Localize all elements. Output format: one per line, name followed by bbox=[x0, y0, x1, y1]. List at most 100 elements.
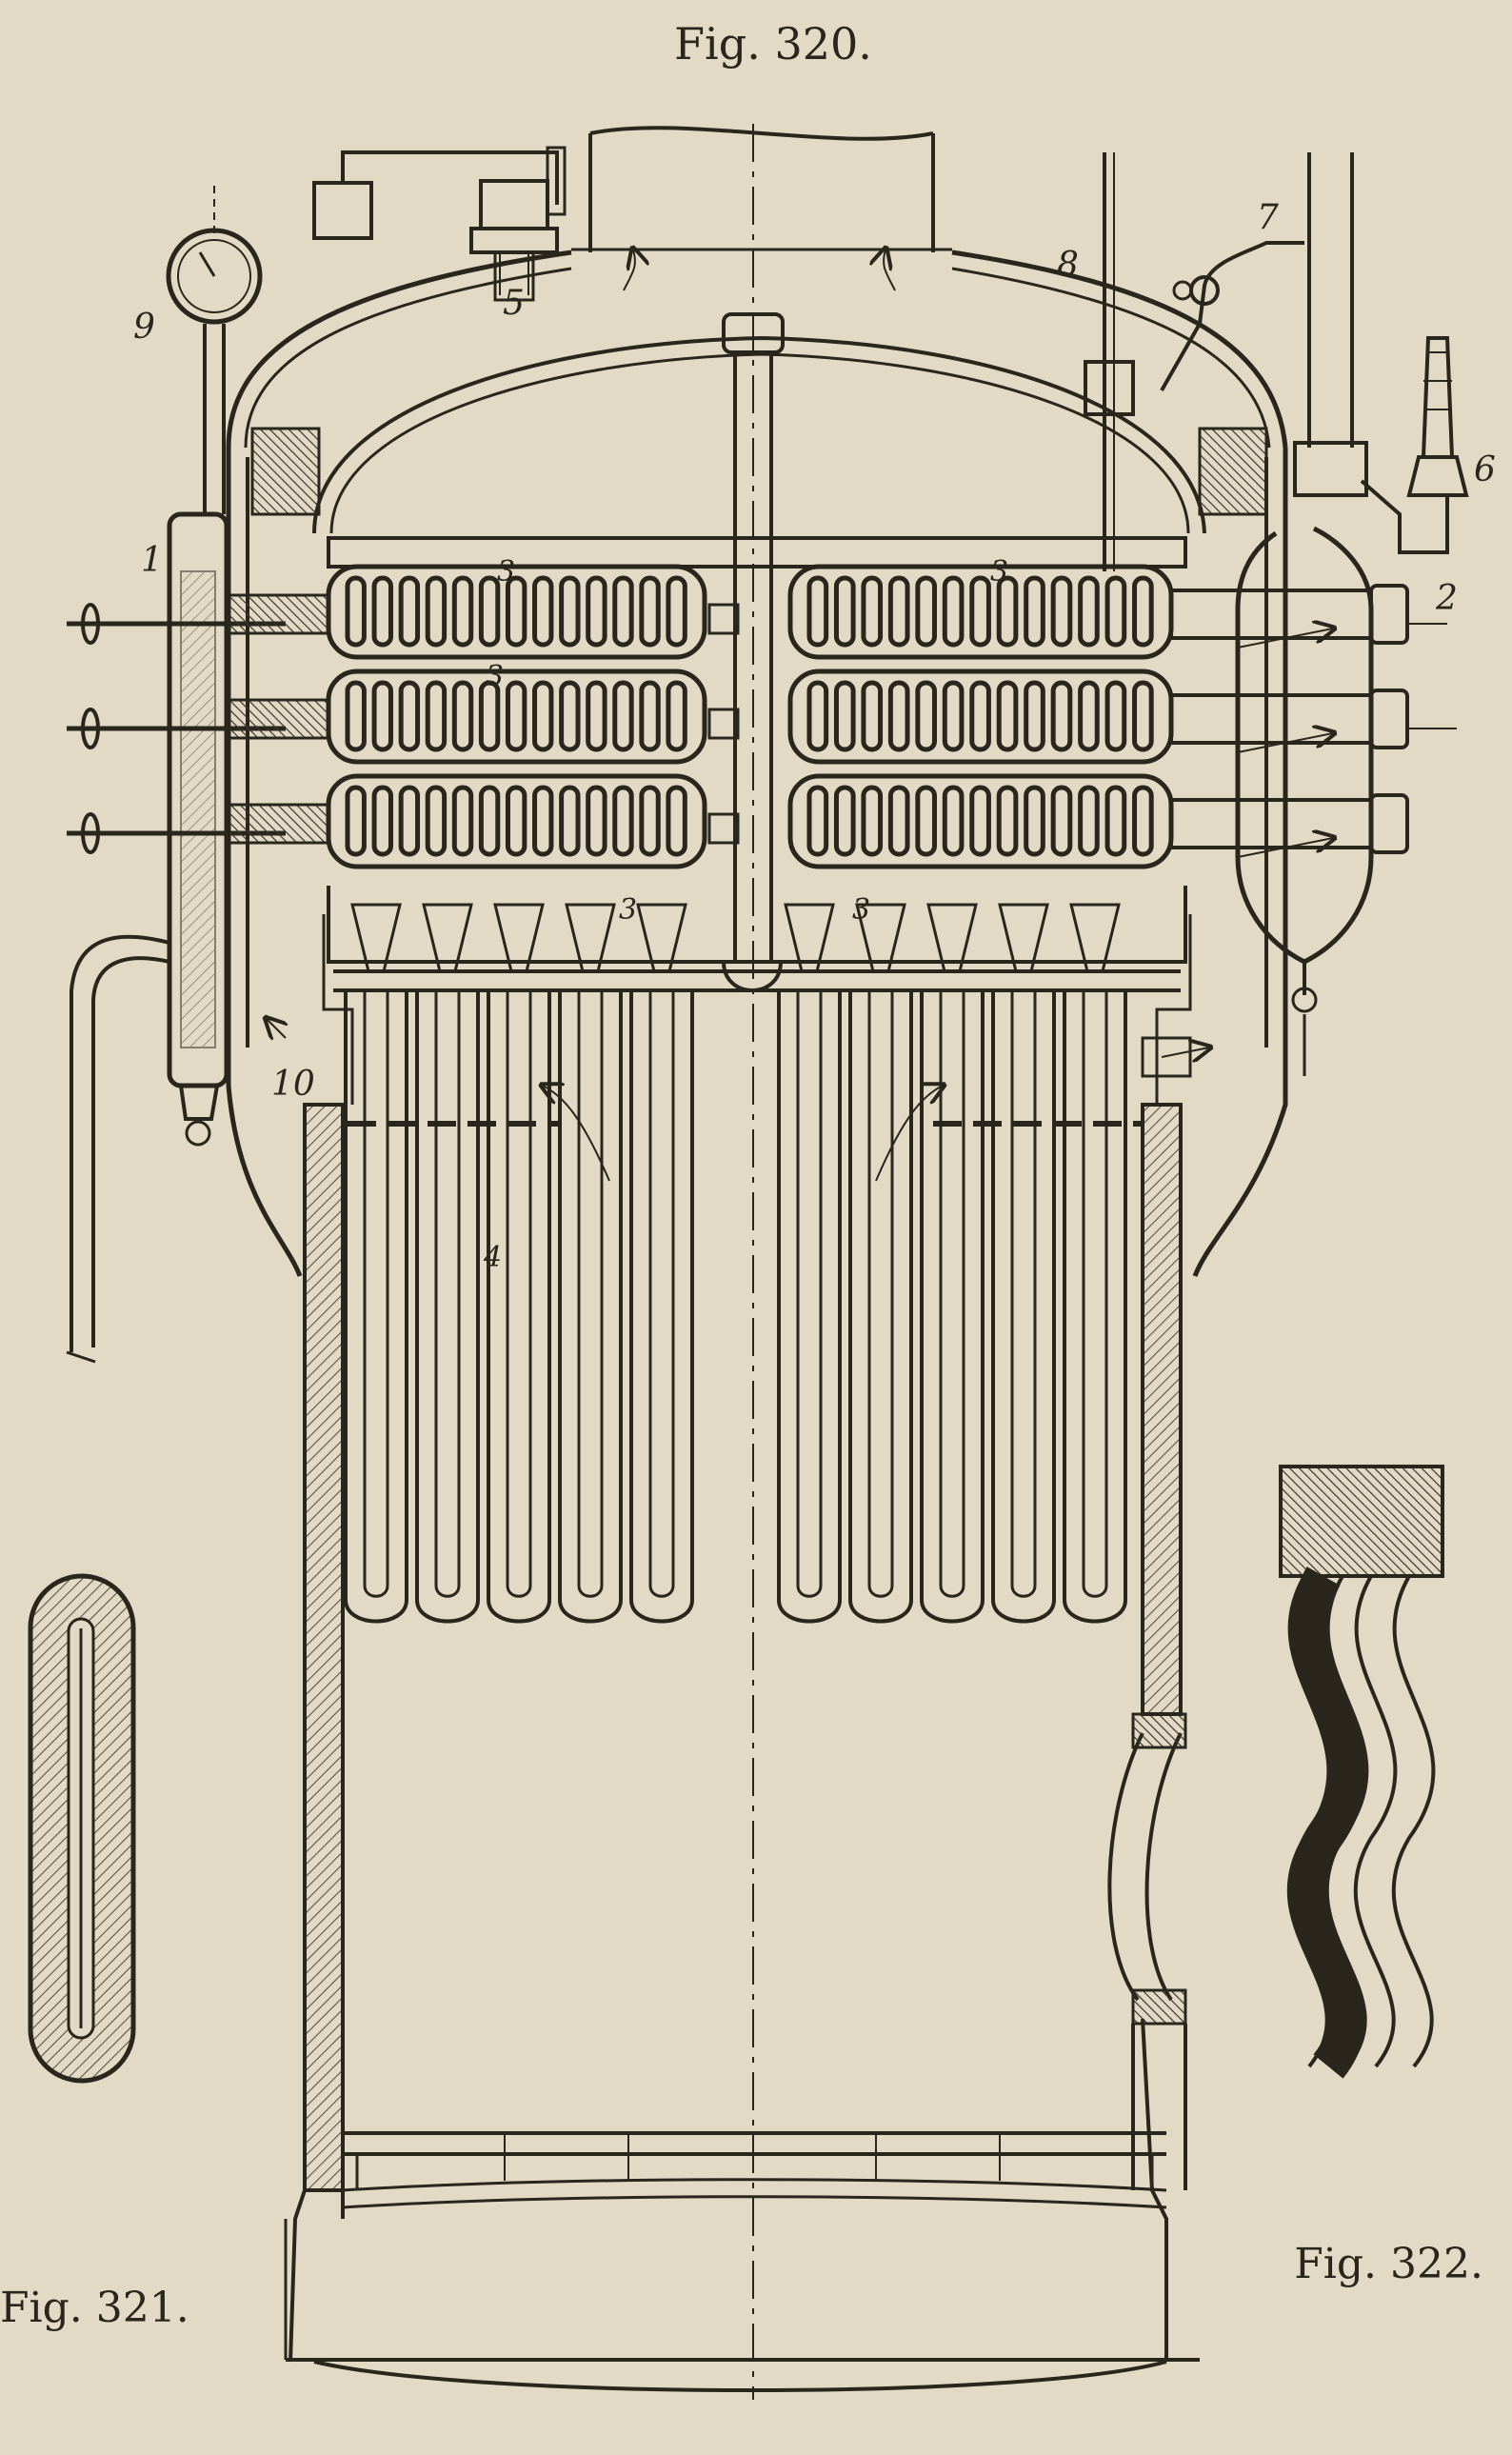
right-stub bbox=[1169, 589, 1373, 640]
left-stub bbox=[227, 593, 330, 635]
tube-loop bbox=[969, 785, 991, 857]
part-labels: 1 2 3 3 3 3 3 4 5 6 7 8 9 10 bbox=[133, 198, 1496, 1274]
tube-loop bbox=[639, 785, 661, 857]
tube-loop bbox=[1024, 680, 1045, 752]
tube-loop bbox=[345, 785, 367, 857]
tube-loop bbox=[505, 575, 527, 648]
inner-tube bbox=[867, 990, 894, 1598]
label-10: 10 bbox=[271, 1065, 315, 1104]
label-1: 1 bbox=[141, 541, 163, 580]
tube-loop bbox=[666, 575, 687, 648]
label-2: 2 bbox=[1435, 579, 1458, 618]
tube-loop bbox=[371, 680, 393, 752]
tube-loop bbox=[371, 785, 393, 857]
tube-loop bbox=[451, 785, 474, 857]
fig-321-tube-section bbox=[28, 1573, 136, 2084]
tube-loop bbox=[1132, 785, 1154, 857]
inner-tube bbox=[434, 990, 461, 1598]
tube-funnel bbox=[1069, 903, 1121, 973]
right-stub bbox=[1169, 798, 1373, 849]
tube-loop bbox=[639, 575, 661, 648]
central-stay bbox=[722, 124, 785, 2400]
tube-funnel bbox=[350, 903, 402, 973]
tube-loop bbox=[425, 680, 448, 752]
tube-loop bbox=[942, 680, 965, 752]
hanging-tube bbox=[344, 990, 408, 1624]
tube-loop bbox=[478, 680, 501, 752]
inner-tube bbox=[506, 990, 532, 1598]
tube-funnel bbox=[493, 903, 545, 973]
tube-loop bbox=[425, 575, 448, 648]
tube-loop bbox=[1104, 680, 1127, 752]
left-stub bbox=[227, 803, 330, 845]
tube-loop bbox=[1024, 785, 1045, 857]
tube-loop bbox=[1132, 575, 1154, 648]
inner-tube bbox=[796, 990, 823, 1598]
tube-loop bbox=[969, 680, 991, 752]
tube-funnel bbox=[998, 903, 1049, 973]
tube-loop bbox=[398, 575, 421, 648]
tube-loop bbox=[1078, 785, 1100, 857]
tube-loop bbox=[478, 785, 501, 857]
tube-loop bbox=[1050, 680, 1073, 752]
hanging-tube bbox=[777, 990, 842, 1624]
tube-loop bbox=[505, 785, 527, 857]
thermometer-and-valve bbox=[1084, 152, 1304, 571]
label-4: 4 bbox=[483, 1241, 502, 1274]
hanging-tubes bbox=[333, 903, 1181, 1624]
hanging-tube bbox=[991, 990, 1056, 1624]
tube-loop bbox=[371, 575, 393, 648]
tube-loop bbox=[532, 575, 554, 648]
tube-loop bbox=[1050, 785, 1073, 857]
main-caption: Fig. 320. bbox=[674, 18, 872, 70]
flow-arrows bbox=[267, 1019, 943, 1182]
hanging-tube bbox=[487, 990, 551, 1624]
bolt-square bbox=[707, 603, 740, 635]
right-header-box bbox=[1235, 526, 1457, 1076]
tube-loop bbox=[1104, 785, 1127, 857]
inner-tube bbox=[1082, 990, 1108, 1598]
hanging-tube bbox=[415, 990, 480, 1624]
tube-loop bbox=[833, 575, 856, 648]
tube-loop bbox=[345, 680, 367, 752]
left-stub bbox=[227, 698, 330, 740]
safety-valve bbox=[312, 146, 567, 302]
label-5: 5 bbox=[503, 284, 525, 323]
hanging-tube bbox=[920, 990, 985, 1624]
tube-loop bbox=[666, 680, 687, 752]
tube-loop bbox=[806, 575, 829, 648]
tube-funnel bbox=[565, 903, 616, 973]
tube-loop bbox=[559, 785, 581, 857]
tube-loop bbox=[806, 785, 829, 857]
hanging-tube bbox=[629, 990, 694, 1624]
tube-loop bbox=[887, 575, 910, 648]
label-3a: 3 bbox=[497, 555, 515, 589]
fig-321-caption: Fig. 321. bbox=[0, 2284, 189, 2332]
bolt-square bbox=[707, 812, 740, 845]
tube-loop bbox=[612, 785, 634, 857]
tube-funnel bbox=[422, 903, 473, 973]
tube-loop bbox=[915, 785, 937, 857]
tube-loop bbox=[887, 785, 910, 857]
steam-pipe-and-whistle bbox=[1293, 152, 1469, 554]
tube-loop bbox=[861, 680, 884, 752]
tube-loop bbox=[887, 680, 910, 752]
tube-loop bbox=[996, 575, 1019, 648]
tube-loop bbox=[1078, 680, 1100, 752]
label-7: 7 bbox=[1257, 198, 1279, 237]
outer-dome bbox=[226, 249, 1288, 534]
tube-loop bbox=[915, 680, 937, 752]
tube-loop bbox=[478, 575, 501, 648]
tube-loop bbox=[969, 575, 991, 648]
tube-loop bbox=[612, 680, 634, 752]
label-3e: 3 bbox=[852, 893, 870, 927]
tube-loop bbox=[398, 680, 421, 752]
tube-loop bbox=[1132, 680, 1154, 752]
label-6: 6 bbox=[1474, 450, 1496, 489]
label-9: 9 bbox=[133, 308, 155, 347]
hanging-tube bbox=[1063, 990, 1127, 1624]
tube-loop bbox=[559, 575, 581, 648]
tube-bank-rows bbox=[227, 536, 1373, 964]
inner-tube bbox=[577, 990, 604, 1598]
